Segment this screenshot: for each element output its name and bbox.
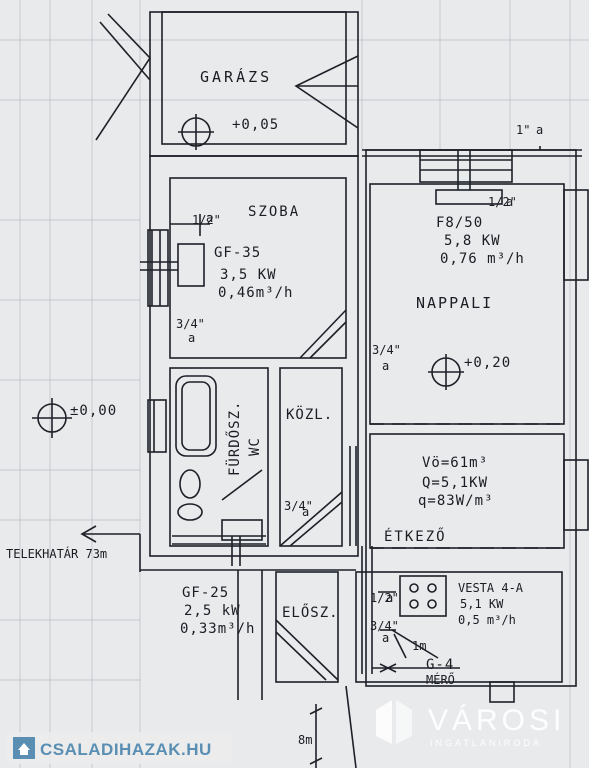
left-watermark-box <box>6 732 232 764</box>
right-watermark-text: VÁROSI <box>428 704 566 737</box>
bedroom-pipe-bottom-sub: a <box>188 331 196 345</box>
right-watermark-tagline: INGATLANIRODA <box>430 738 542 748</box>
dining-volume: Vö=61m³ <box>422 455 489 471</box>
meter-label: MÉRŐ <box>426 673 455 687</box>
bath-wc: WC <box>247 437 263 456</box>
bath-name: FÜRDŐSZ. <box>227 400 243 476</box>
corridor-name: KÖZL. <box>286 407 334 423</box>
living-name: NAPPALI <box>416 294 494 312</box>
top-pipe-sub: a <box>536 123 544 137</box>
living-pipe-top: 1/2" <box>488 195 517 209</box>
kitchen-pipe-b-sub: a <box>382 631 390 645</box>
kitchen-pipe-a-sub: a <box>386 591 394 605</box>
living-pipe-side: 3/4" <box>372 343 401 357</box>
kitchen-pipe-length: 1m <box>412 639 427 653</box>
corridor-pipe: 3/4" <box>284 499 313 513</box>
kitchen-flow: 0,5 m³/h <box>458 613 516 627</box>
house-logo-icon <box>13 737 35 759</box>
outside-level: ±0,00 <box>70 403 118 419</box>
bedroom-pipe-top-sub: a <box>206 211 214 225</box>
kitchen-heater: VESTA 4-A <box>458 581 524 595</box>
dining-power: Q=5,1KW <box>422 475 489 491</box>
kitchen-pipe-a: 1/2" <box>370 591 399 605</box>
kitchen-pipe-b: 3/4" <box>370 619 399 633</box>
hall-name: ELŐSZ. <box>282 605 339 621</box>
kitchen-power: 5,1 KW <box>460 597 504 611</box>
bottom-dimension: 8m <box>298 733 313 747</box>
dining-specific: q=83W/m³ <box>418 493 494 509</box>
bedroom-heater: GF-35 <box>214 245 262 261</box>
varosi-logo-icon <box>376 700 412 744</box>
garage-name: GARÁZS <box>200 68 273 86</box>
left-watermark-text: CSALADIHAZAK.HU <box>40 740 212 759</box>
bedroom-pipe-top: 1/2" <box>192 213 221 227</box>
living-power: 5,8 KW <box>444 233 501 249</box>
living-heater: F8/50 <box>436 215 484 231</box>
bedroom-flow: 0,46m³/h <box>218 285 294 301</box>
bedroom-name: SZOBA <box>248 204 301 220</box>
dining-name: ÉTKEZŐ <box>384 529 447 545</box>
top-pipe: 1" <box>516 123 531 137</box>
living-pipe-side-sub: a <box>382 359 390 373</box>
outside-power: 2,5 kW <box>184 603 241 619</box>
bedroom-pipe-bottom: 3/4" <box>176 317 205 331</box>
boundary-label: TELEKHATÁR 73m <box>6 547 108 561</box>
corridor-pipe-sub: a <box>302 505 310 519</box>
outside-flow: 0,33m³/h <box>180 621 256 637</box>
walls <box>32 11 589 768</box>
bedroom-power: 3,5 KW <box>220 267 277 283</box>
living-level: +0,20 <box>464 355 512 371</box>
living-pipe-top-sub: a <box>506 195 514 209</box>
garage-level: +0,05 <box>232 117 280 133</box>
meter-type: G-4 <box>426 657 455 673</box>
living-flow: 0,76 m³/h <box>440 251 525 267</box>
outside-heater: GF-25 <box>182 585 230 601</box>
